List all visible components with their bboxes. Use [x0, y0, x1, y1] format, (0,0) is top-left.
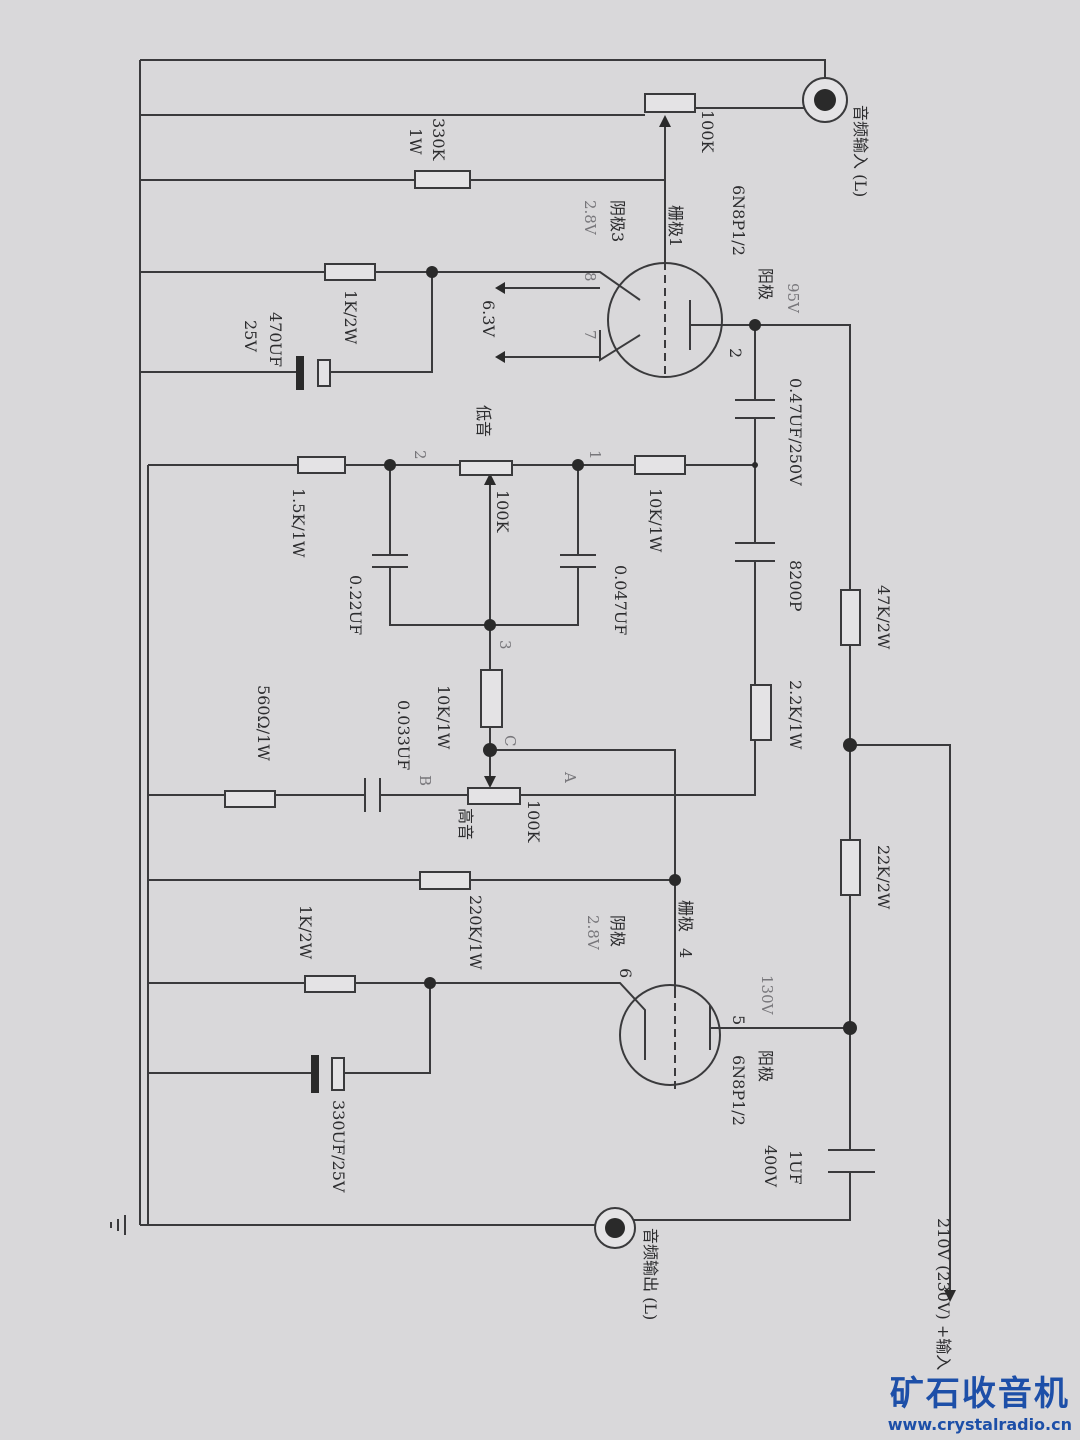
label: 10K/1W: [434, 685, 453, 750]
label: B: [416, 775, 434, 786]
label: 阳极: [756, 1050, 775, 1082]
label: 2.8V: [584, 915, 602, 951]
label: 330K: [429, 118, 448, 162]
label: 高音: [456, 808, 475, 840]
label: 2.2K/1W: [786, 680, 805, 750]
label: 560Ω/1W: [254, 685, 273, 761]
label: 4: [676, 948, 695, 958]
label: 0.22UF: [346, 575, 365, 635]
label: 400V: [761, 1145, 780, 1188]
input-jack: [802, 77, 848, 123]
watermark-name: 矿石收音机: [889, 1374, 1070, 1414]
label: 130V: [758, 975, 776, 1016]
arrows: [484, 115, 956, 1302]
label: 100K: [524, 800, 543, 844]
label: 0.47UF/250V: [786, 378, 805, 486]
label: 低音: [474, 405, 493, 437]
label: 1K/2W: [296, 905, 315, 960]
label: 330UF/25V: [329, 1100, 348, 1193]
label: 95V: [784, 283, 802, 314]
label: 2.8V: [581, 200, 599, 236]
label: 1W: [406, 128, 425, 155]
audio-input-label: 音频输入 (L): [851, 105, 870, 197]
label: 栅极1: [666, 205, 685, 247]
label: 10K/1W: [646, 488, 665, 553]
label: 2: [411, 450, 429, 460]
label: 7: [581, 330, 599, 340]
label: 1K/2W: [341, 290, 360, 345]
label: 100K: [493, 490, 512, 534]
audio-output-label: 音频输出 (L): [641, 1228, 660, 1320]
tube-1: [607, 262, 723, 378]
labels: 音频输入 (L) 100K 330K 1W 6N8P1/2 栅极1 阴极3 2.…: [241, 105, 953, 1370]
label: 阳极: [756, 268, 775, 300]
label: 100K: [698, 110, 717, 154]
label: 47K/2W: [874, 585, 893, 650]
label: 1UF: [786, 1150, 805, 1185]
label: 470UF: [266, 312, 285, 367]
label: 6N8P1/2: [729, 185, 748, 256]
wires: [110, 59, 951, 1295]
junctions: [384, 266, 857, 1035]
label: 8200P: [786, 560, 805, 612]
output-jack: [594, 1207, 636, 1249]
bplus-label: 210V (230V) +输入: [934, 1218, 953, 1370]
label: 6.3V: [479, 300, 498, 337]
label: 220K/1W: [466, 895, 485, 970]
label: C: [501, 735, 519, 746]
label: 22K/2W: [874, 845, 893, 910]
watermark-url: www.crystalradio.cn: [887, 1415, 1072, 1434]
label: A: [561, 771, 579, 783]
label: 8: [581, 272, 599, 282]
label: 1.5K/1W: [289, 488, 308, 558]
resistors: [224, 93, 861, 993]
label: 3: [496, 640, 514, 650]
label: 0.033UF: [394, 700, 413, 770]
label: 2: [726, 348, 745, 358]
label: 1: [586, 450, 604, 460]
label: 6: [616, 968, 635, 978]
label: 阴极: [608, 915, 627, 947]
label: 栅极: [676, 900, 695, 932]
label: 阴极3: [608, 200, 627, 242]
label: 25V: [241, 320, 260, 352]
watermark: 矿石收音机 www.crystalradio.cn: [888, 1366, 1072, 1434]
capacitors: [296, 356, 875, 1173]
label: 0.047UF: [611, 565, 630, 635]
tube-2: [619, 984, 721, 1086]
label: 6N8P1/2: [729, 1055, 748, 1126]
label: 5: [729, 1015, 748, 1025]
